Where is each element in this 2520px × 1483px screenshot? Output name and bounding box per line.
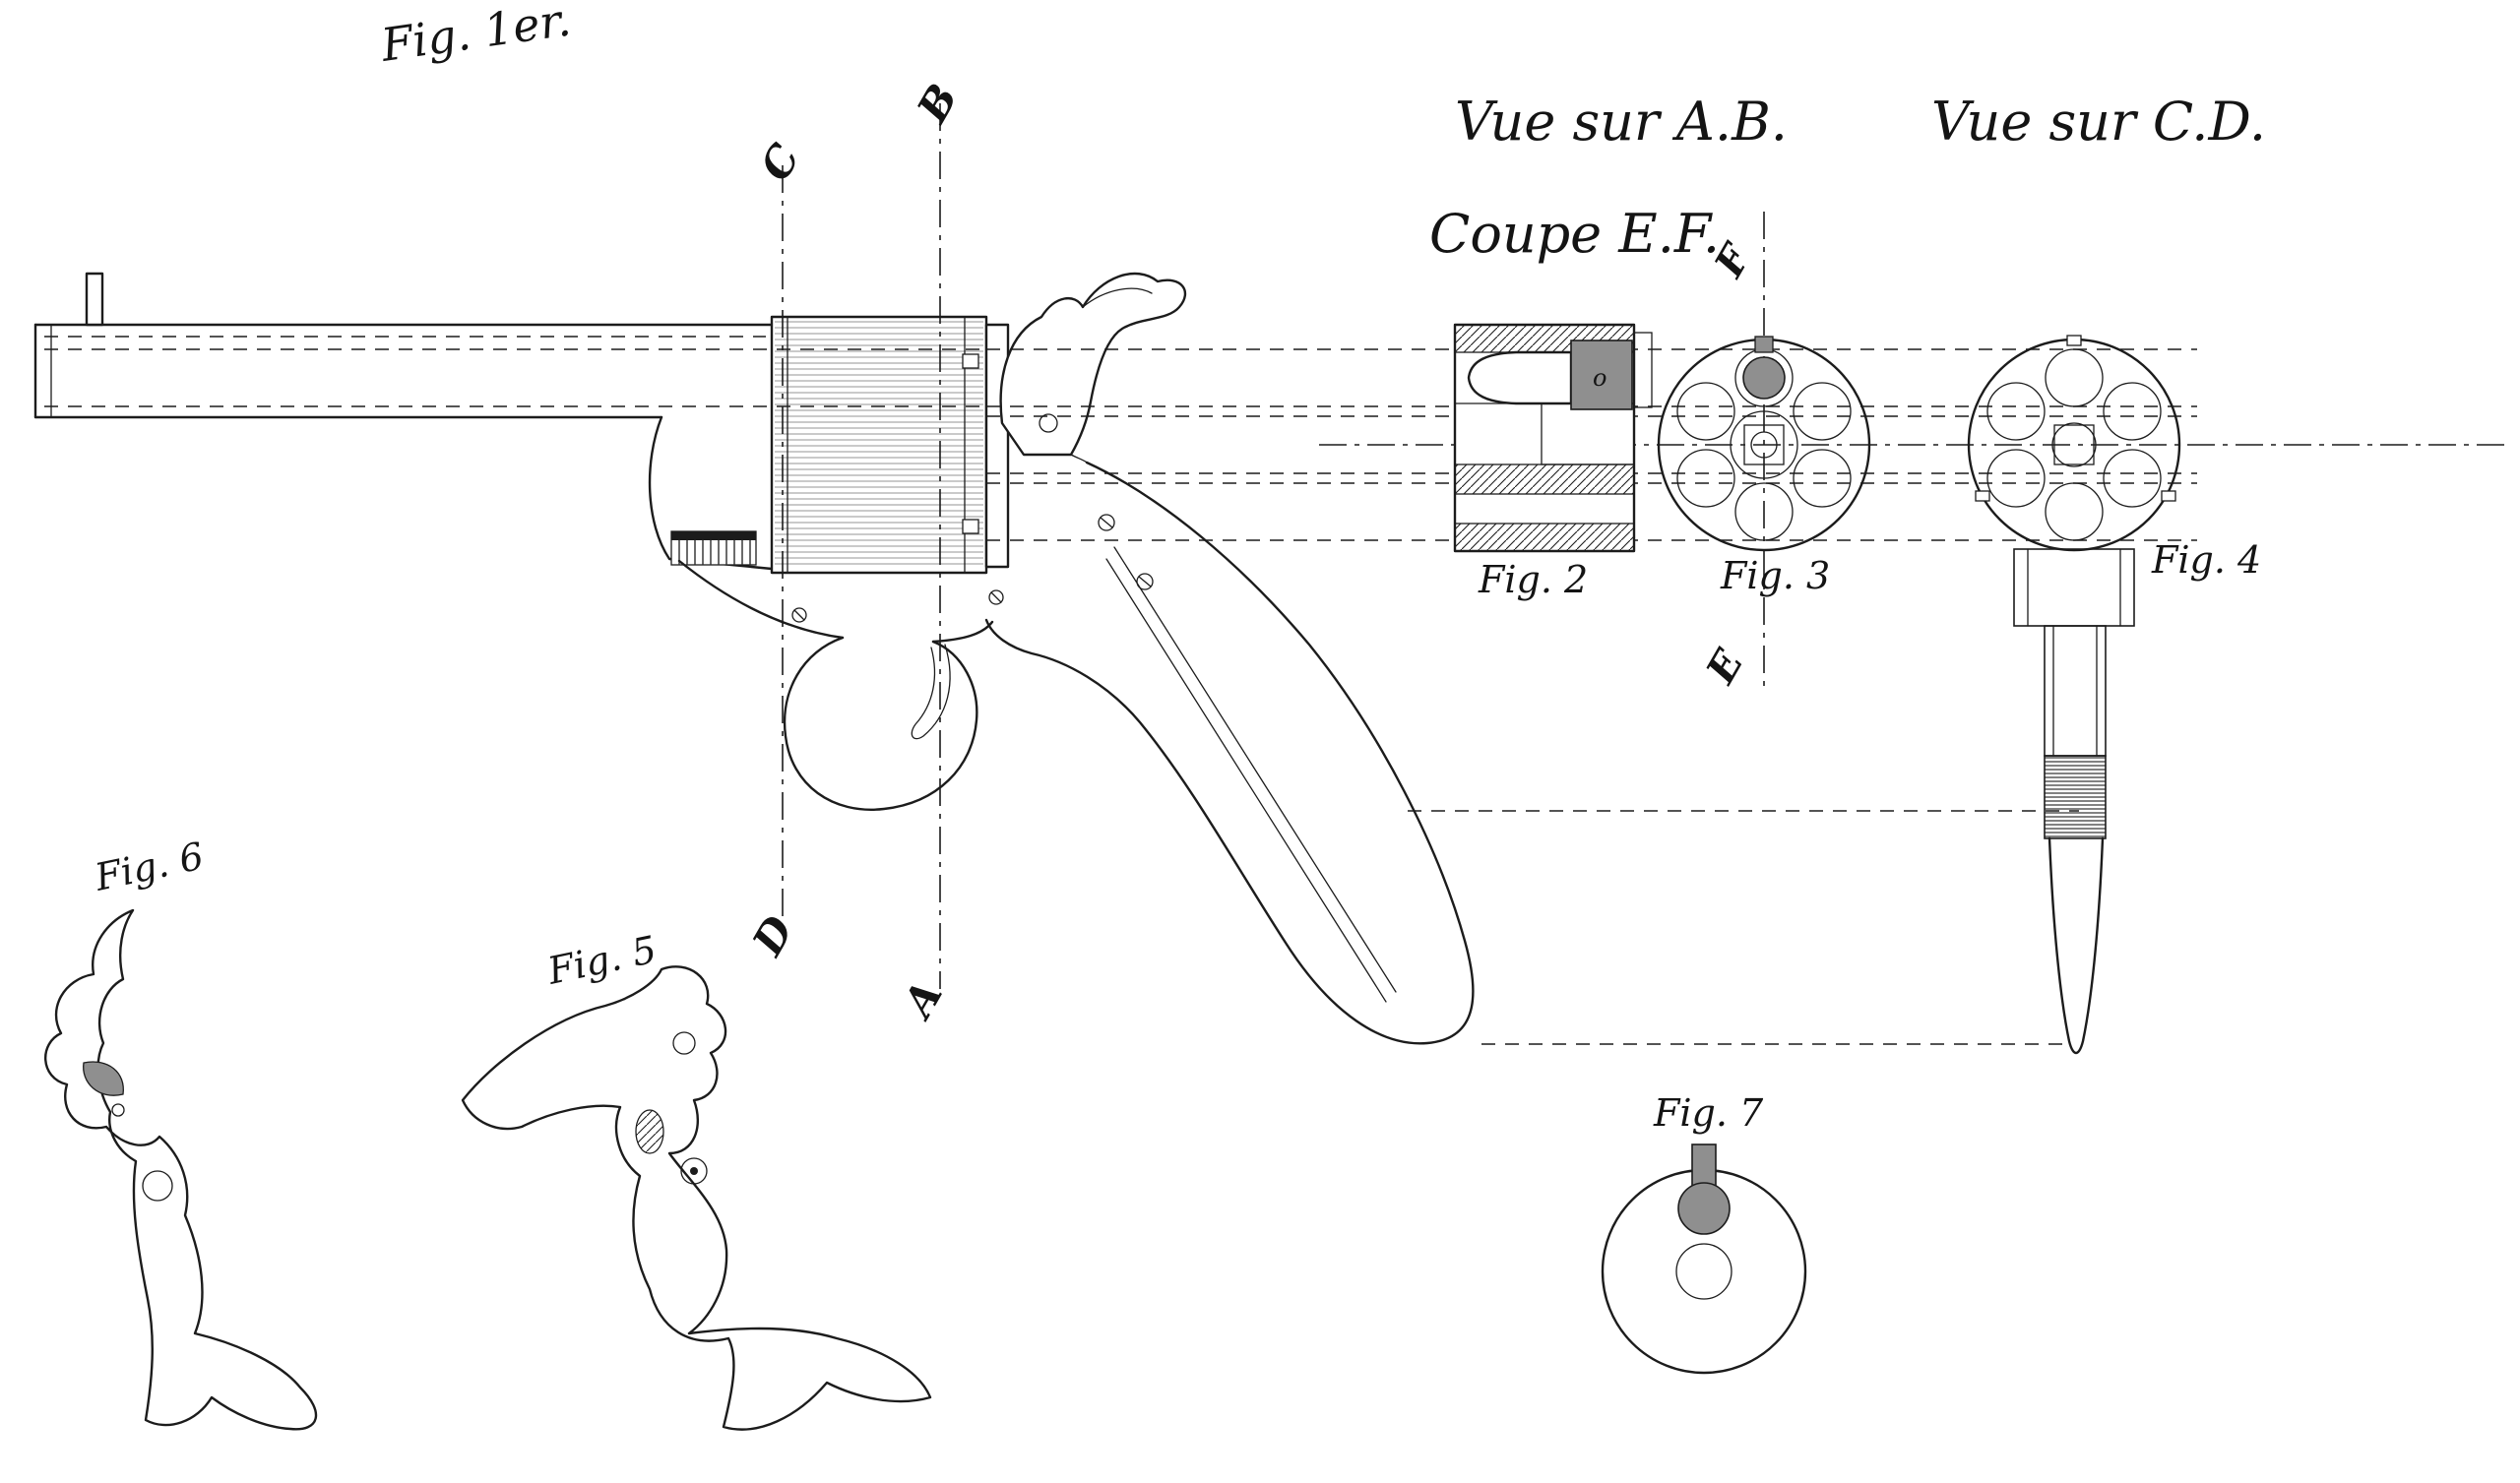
view-ab-heading: Vue sur A.B. xyxy=(1455,91,1788,153)
frame-screw xyxy=(988,589,1004,605)
figure-7-cartridge-end-view: Fig. 7 xyxy=(1601,1091,1807,1375)
stop-notch xyxy=(2066,335,2082,346)
pin-head xyxy=(1677,1182,1731,1235)
figure-4-cylinder-with-arbor: Fig. 4 xyxy=(1967,335,2261,1055)
front-sight xyxy=(85,272,104,327)
fig5-label: Fig. 5 xyxy=(543,928,661,993)
fig3-label: Fig. 3 xyxy=(1720,554,1830,597)
trigger xyxy=(911,644,951,740)
cartridge-mark: o xyxy=(1593,364,1606,392)
cartridge-pin xyxy=(962,353,979,369)
section-letter-a: A xyxy=(892,972,952,1027)
recoil-shield xyxy=(984,323,1010,569)
figure-2-section: o Fig. 2 xyxy=(1453,323,1653,601)
section-letter-e: E xyxy=(1697,642,1753,692)
cartridge-pin xyxy=(962,519,979,534)
pin-stem xyxy=(1691,1143,1717,1187)
arbor-blade xyxy=(2048,836,2105,1055)
frame-screw xyxy=(1136,573,1154,590)
screw-hole xyxy=(111,1103,125,1117)
fig6-label: Fig. 6 xyxy=(91,834,208,899)
pinfire-cartridge xyxy=(1742,356,1786,400)
headings: Fig. 1er. Vue sur A.B. Coupe E.F. Vue su… xyxy=(377,0,2266,265)
sear-piece xyxy=(83,1061,124,1096)
bullet xyxy=(1467,350,1573,405)
fig7-label: Fig. 7 xyxy=(1653,1091,1764,1135)
pin-cap xyxy=(1633,332,1653,408)
fig4-label: Fig. 4 xyxy=(2151,538,2261,582)
stop-notch xyxy=(2161,490,2176,502)
hammer xyxy=(999,272,1187,457)
screw-hole xyxy=(672,1031,696,1055)
figure-3-cylinder-front: F E Fig. 3 xyxy=(1657,212,1871,692)
mainspring xyxy=(1105,546,1397,1003)
arbor-hole xyxy=(1730,410,1798,479)
frame-screw xyxy=(791,607,807,623)
view-cd-heading: Vue sur C.D. xyxy=(1931,91,2266,153)
arbor-yoke xyxy=(2013,548,2135,627)
grip-outline xyxy=(984,461,1475,1045)
pin-stem xyxy=(1754,336,1774,353)
section-letter-d: D xyxy=(743,907,803,963)
figure-5-hammer-part: Fig. 5 xyxy=(461,928,932,1431)
section-letter-b: B xyxy=(908,76,968,131)
fig1-label: Fig. 1er. xyxy=(377,0,574,72)
section-letter-c: C xyxy=(751,136,809,189)
pivot-hole xyxy=(142,1170,173,1202)
fig2-label: Fig. 2 xyxy=(1478,558,1588,601)
projection-lines xyxy=(44,336,2508,1045)
section-ef-heading: Coupe E.F. xyxy=(1429,203,1720,265)
stop-notch xyxy=(1975,490,1990,502)
trigger-guard xyxy=(783,636,978,811)
arbor-knurling xyxy=(2044,755,2107,839)
primer-circle xyxy=(1675,1243,1732,1300)
hammer-part-outline xyxy=(461,965,932,1431)
pivot-hole xyxy=(680,1157,708,1185)
hammer-part-outline xyxy=(44,908,318,1431)
cartridge-base xyxy=(1570,340,1633,410)
figure-1-revolver xyxy=(33,272,1475,1045)
hammer-screw xyxy=(1039,413,1058,433)
frame-screw xyxy=(1098,514,1115,531)
figure-6-hammer-part: Fig. 6 xyxy=(44,834,318,1431)
